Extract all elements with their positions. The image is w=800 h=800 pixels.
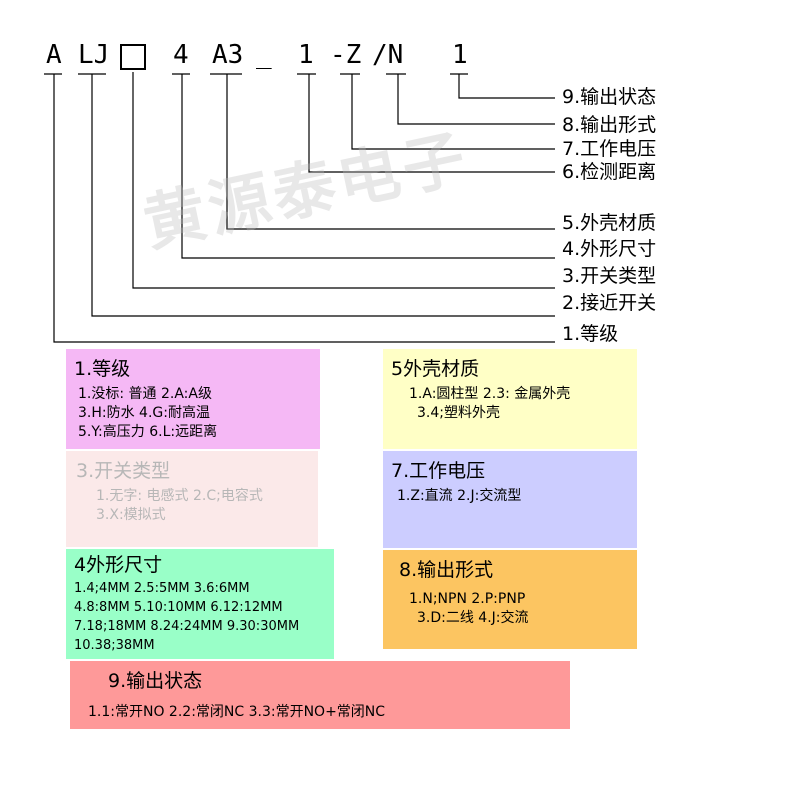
box-output-form-line: 3.D:二线 4.J:交流	[417, 610, 529, 626]
label-outer-size: 4.外形尺寸	[562, 238, 657, 260]
box-output-state-title: 9.输出状态	[108, 670, 203, 692]
code-part-size: 4	[173, 40, 189, 70]
box-switch-type-line: 3.X:模拟式	[96, 507, 166, 523]
box-outer-size: 4外形尺寸 1.4;4MM 2.5:5MM 3.6:6MM 4.8:8MM 5.…	[66, 549, 334, 659]
box-grade-line: 5.Y:高压力 6.L:远距离	[78, 424, 218, 440]
box-output-state: 9.输出状态 1.1:常开NO 2.2:常闭NC 3.3:常开NO+常闭NC	[70, 661, 570, 729]
label-proximity-switch: 2.接近开关	[562, 292, 657, 314]
box-housing-material-line: 1.A:圆柱型 2.3: 金属外壳	[409, 386, 571, 402]
leader-switch-type	[132, 72, 555, 289]
box-working-voltage-title: 7.工作电压	[391, 460, 486, 482]
label-output-state: 9.输出状态	[562, 86, 657, 108]
label-switch-type: 3.开关类型	[562, 265, 657, 287]
box-grade-line: 3.H:防水 4.G:耐高温	[78, 405, 210, 421]
code-part-voltage: -Z	[330, 40, 362, 70]
leader-grade	[53, 74, 555, 343]
label-output-form: 8.输出形式	[562, 114, 657, 136]
label-working-voltage: 7.工作电压	[562, 138, 657, 160]
leader-output-form	[397, 74, 555, 125]
code-part-housing: A3	[212, 40, 244, 70]
leader-output-state	[458, 74, 555, 99]
box-outer-size-line: 10.38;38MM	[74, 638, 155, 653]
box-outer-size-line: 4.8:8MM 5.10:10MM 6.12:12MM	[74, 600, 283, 615]
box-outer-size-title: 4外形尺寸	[74, 554, 163, 576]
label-detection-distance: 6.检测距离	[562, 161, 657, 183]
box-output-form-title: 8.输出形式	[399, 559, 494, 581]
code-part-output-form: /N	[372, 40, 404, 70]
box-output-state-line: 1.1:常开NO 2.2:常闭NC 3.3:常开NO+常闭NC	[88, 704, 386, 720]
code-part-separator: _	[256, 40, 272, 70]
code-part-output-state: 1	[452, 40, 468, 70]
box-switch-type-title: 3.开关类型	[76, 460, 171, 482]
leader-voltage	[351, 74, 555, 150]
box-grade: 1.等级 1.没标: 普通 2.A:A级 3.H:防水 4.G:耐高温 5.Y:…	[66, 349, 320, 449]
leader-housing	[226, 74, 555, 230]
box-output-form: 8.输出形式 1.N;NPN 2.P:PNP 3.D:二线 4.J:交流	[383, 550, 637, 649]
box-output-form-line: 1.N;NPN 2.P:PNP	[409, 591, 526, 607]
box-working-voltage: 7.工作电压 1.Z:直流 2.J:交流型	[383, 451, 637, 548]
box-housing-material-line: 3.4;塑料外壳	[417, 405, 500, 421]
connector-lines	[44, 72, 555, 343]
leader-distance	[308, 74, 555, 173]
box-grade-title: 1.等级	[74, 358, 131, 380]
model-code: A LJ 4 A3 _ 1 -Z /N 1	[0, 0, 800, 80]
box-working-voltage-line: 1.Z:直流 2.J:交流型	[397, 488, 522, 504]
box-housing-material: 5外壳材质 1.A:圆柱型 2.3: 金属外壳 3.4;塑料外壳	[383, 349, 637, 449]
box-switch-type: 3.开关类型 1.无字: 电感式 2.C;电容式 3.X:模拟式	[66, 451, 318, 547]
leader-size	[181, 74, 555, 259]
box-outer-size-line: 1.4;4MM 2.5:5MM 3.6:6MM	[74, 581, 250, 596]
leader-proximity-switch	[91, 74, 555, 317]
code-placeholder-box	[120, 44, 146, 70]
box-housing-material-title: 5外壳材质	[391, 358, 480, 380]
label-grade: 1.等级	[562, 323, 619, 345]
code-part-lj: LJ	[78, 40, 110, 70]
box-grade-line: 1.没标: 普通 2.A:A级	[78, 386, 212, 402]
box-switch-type-line: 1.无字: 电感式 2.C;电容式	[96, 488, 263, 504]
box-outer-size-line: 7.18;18MM 8.24:24MM 9.30:30MM	[74, 619, 300, 634]
label-housing-material: 5.外壳材质	[562, 212, 657, 234]
code-part-a: A	[46, 40, 62, 70]
code-part-distance: 1	[298, 40, 314, 70]
